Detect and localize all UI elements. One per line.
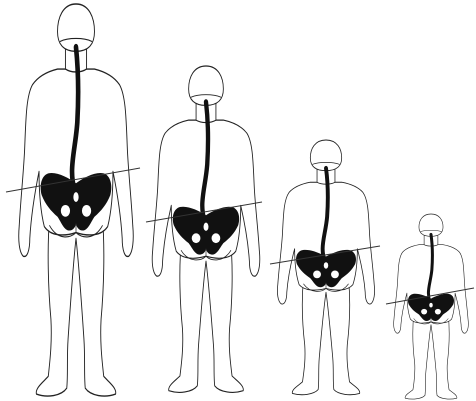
human-back-silhouette-icon [277, 140, 374, 395]
figure-2 [152, 66, 260, 392]
human-back-silhouette-icon [152, 66, 260, 392]
human-back-silhouette-icon [394, 214, 469, 399]
figure-4 [394, 214, 469, 399]
figure-1 [19, 4, 134, 396]
human-back-silhouette-icon [19, 4, 134, 396]
figure-3 [277, 140, 374, 395]
